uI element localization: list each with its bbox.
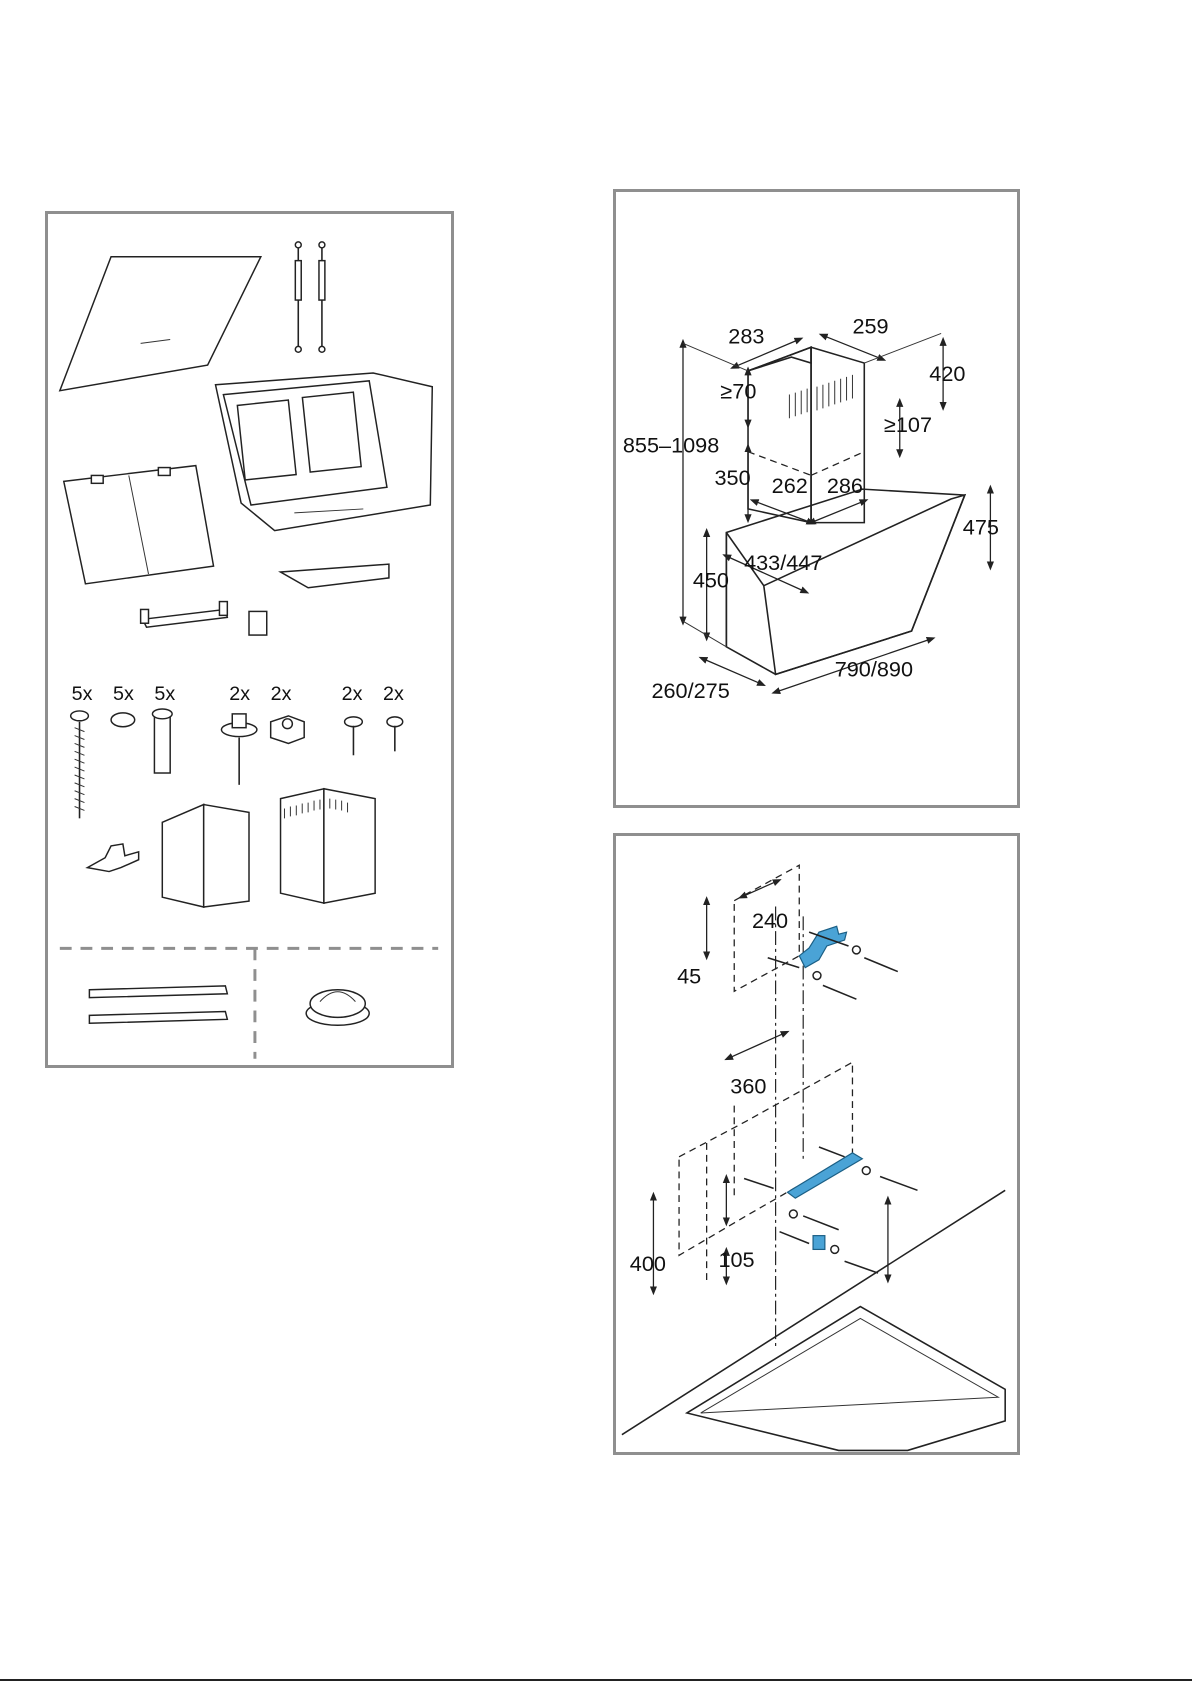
hood-outline <box>726 489 964 674</box>
chimney-lower-part <box>162 805 249 907</box>
dim-min-top-gap: ≥107 <box>884 412 932 437</box>
qty-wall-plug: 5x <box>154 683 175 705</box>
dim-chimney-depth: 259 <box>852 313 888 338</box>
dim-inner-width: 262 <box>772 473 808 498</box>
clip-part <box>249 611 267 635</box>
qty-wood-screw: 5x <box>72 683 93 705</box>
small-screw-b-part <box>387 717 403 751</box>
dim-hood-bottom-depth: 260/275 <box>651 678 729 703</box>
dim-inner-depth: 286 <box>827 473 863 498</box>
dim-hood-depth: 433/447 <box>744 550 822 575</box>
qty-bolt: 2x <box>229 683 250 705</box>
dim-chimney-lower-height: 350 <box>715 465 751 490</box>
glass-panel-part <box>60 257 261 391</box>
dim-clip-offset: 105 <box>718 1247 754 1272</box>
dim-hood-width: 790/890 <box>835 656 913 681</box>
air-outlet-part <box>306 990 369 1025</box>
dim-rail-height: 400 <box>630 1251 666 1276</box>
dim-rail-width: 360 <box>730 1074 766 1099</box>
dim-hood-height: 450 <box>693 568 729 593</box>
mounting-rail-part <box>141 602 228 628</box>
mounting-panel: 240 45 360 400 105 <box>613 833 1020 1455</box>
nut-part <box>271 716 305 744</box>
qty-small-screw-a: 2x <box>342 683 363 705</box>
safety-clip <box>813 1236 825 1250</box>
template-part <box>281 564 389 588</box>
wood-screw-part <box>71 711 89 818</box>
upper-wall-bracket <box>799 926 846 967</box>
dimension-drawing: 283 259 420 ≥70 ≥107 855–1098 350 262 28… <box>616 192 1017 805</box>
wall-bracket-part <box>87 844 138 872</box>
gas-strut-part <box>295 242 325 352</box>
qty-washer: 5x <box>113 683 134 705</box>
small-screw-a-part <box>345 717 363 755</box>
qty-small-screw-b: 2x <box>383 683 404 705</box>
hood-body-part <box>216 373 433 531</box>
wall-plug-part <box>152 709 172 773</box>
parts-illustration: 5x 5x 5x 2x 2x 2x 2x <box>48 214 451 1065</box>
chimney-upper-part <box>281 789 376 903</box>
grease-filter-part <box>64 466 214 584</box>
dim-chimney-overlap: 420 <box>929 361 965 386</box>
hob-outline <box>687 1307 1005 1451</box>
parts-list-panel: 5x 5x 5x 2x 2x 2x 2x <box>45 211 454 1068</box>
dim-bracket-spacing: 240 <box>752 908 788 933</box>
washer-part <box>111 713 135 727</box>
footer-rule <box>0 1679 1192 1681</box>
dim-hood-front-height: 475 <box>963 514 999 539</box>
trim-strip-part <box>89 986 227 1023</box>
dim-min-ceiling-gap: ≥70 <box>720 378 756 403</box>
dim-chimney-width: 283 <box>728 323 764 348</box>
worktop-edge <box>622 1190 1005 1434</box>
dim-bracket-offset: 45 <box>677 963 701 988</box>
bolt-part <box>221 714 256 785</box>
dimensions-panel: 283 259 420 ≥70 ≥107 855–1098 350 262 28… <box>613 189 1020 808</box>
qty-nut: 2x <box>271 683 292 705</box>
dim-total-height: 855–1098 <box>623 433 719 458</box>
lower-mounting-rail <box>787 1153 862 1198</box>
mounting-drawing: 240 45 360 400 105 <box>616 836 1017 1452</box>
